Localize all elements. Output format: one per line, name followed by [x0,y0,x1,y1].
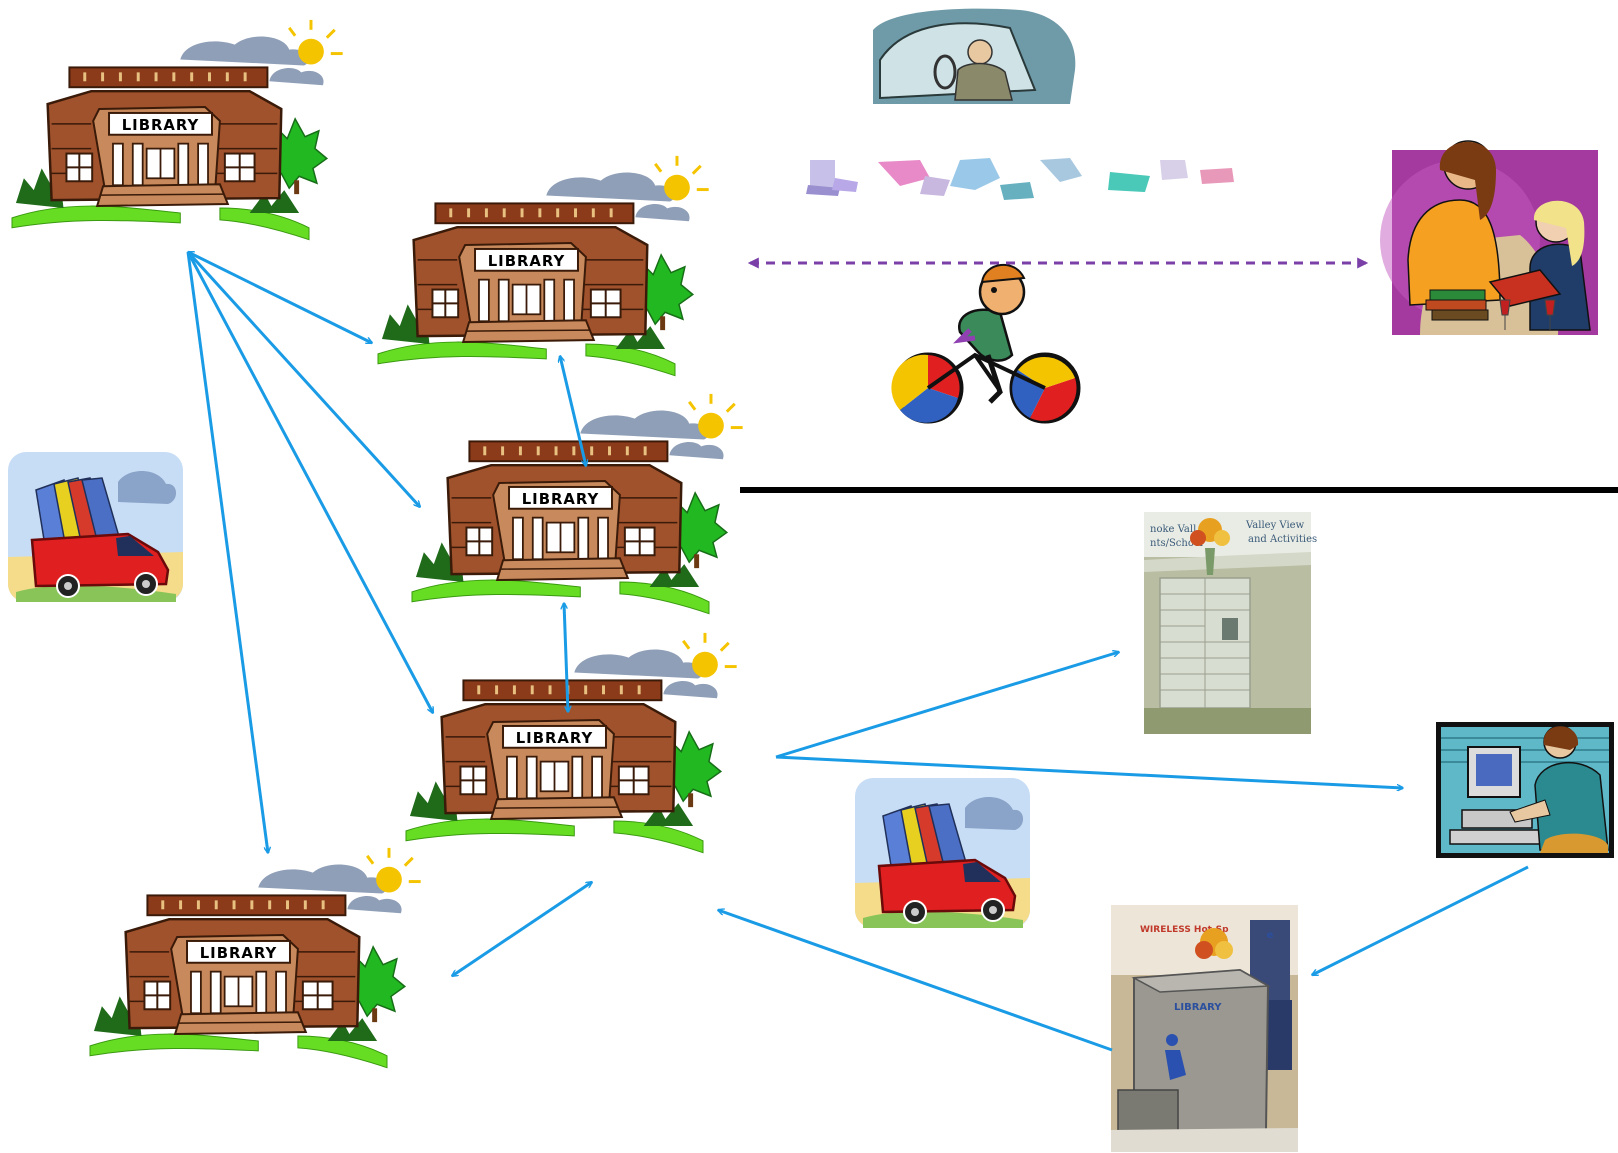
arrow-topleft-to-hub [186,251,435,713]
arrow-topleft-to-uppermiddle [188,250,372,345]
two-women-reading-image [1380,140,1598,335]
library-building-top-left: LIBRARY [10,18,345,242]
library-building-center: LIBRARY [410,392,745,616]
arrow-bookdrop-to-hub [718,910,1113,1052]
library-book-drop-photo: WIRELESS Hot-Sp e LIBRARY [1111,905,1298,1152]
arrow-hub-to-bottomleft [452,882,592,976]
boy-on-bicycle-image [891,263,1081,424]
locker-banner-right-text: Valley View [1245,520,1305,531]
bookmobile-delivery-right-image [853,776,1032,930]
locker-banner-left-text-2: nts/School [1150,538,1203,549]
library-sign: LIBRARY [522,490,600,508]
arrow-center-to-hub [564,603,568,712]
connection-arrows [186,250,1529,1052]
kiosk-letter: e [1267,930,1274,941]
bookdrop-wall-sign: WIRELESS Hot-Sp [1140,925,1229,935]
library-building-upper-middle: LIBRARY [376,154,711,378]
person-at-computer-image [1436,722,1614,858]
locker-banner-left-text: noke Vall [1150,524,1196,535]
bookmobile-delivery-left-image [6,450,185,604]
library-building-hub: LIBRARY [404,631,739,855]
library-sign: LIBRARY [488,252,566,270]
arrow-uppermiddle-to-center [560,356,586,466]
driver-in-car-image [873,8,1076,104]
arrow-computer-to-bookdrop [1312,865,1529,977]
arrow-topleft-to-center [186,250,420,507]
bookdrop-box-label: LIBRARY [1174,1002,1222,1013]
arrow-topleft-to-bottomleft [186,251,268,853]
library-sign: LIBRARY [516,729,594,747]
arrow-hub-to-locker [775,652,1119,759]
locker-banner-right-text-2: and Activities [1248,534,1317,545]
library-building-bottom-left: LIBRARY [88,846,423,1070]
library-locker-photo: noke Vall nts/School Valley View and Act… [1144,512,1317,734]
library-sign: LIBRARY [200,944,278,962]
library-sign: LIBRARY [122,116,200,134]
arrow-hub-to-computer [775,755,1403,788]
walking-people-feet-image [806,158,1234,200]
